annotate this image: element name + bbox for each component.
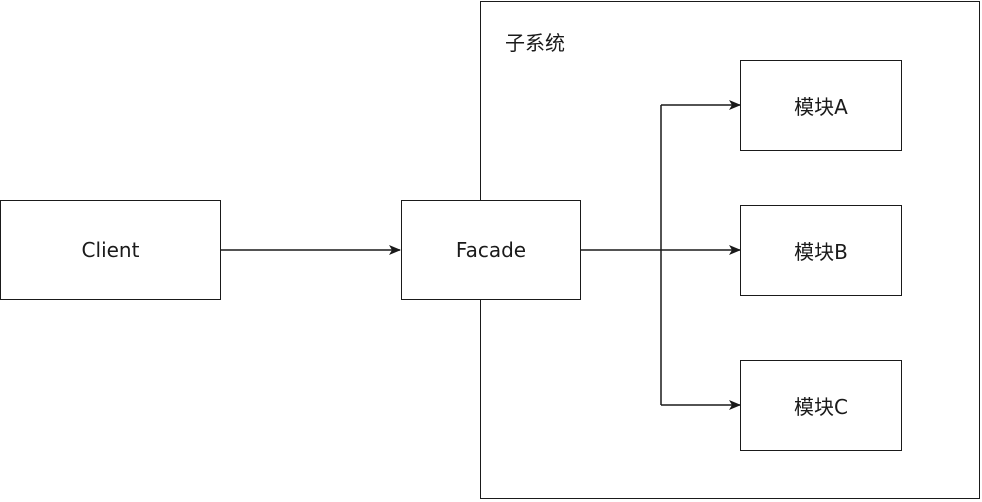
module-a-label: 模块A [794, 95, 848, 119]
module-c-node: 模块C [740, 360, 902, 451]
module-b-label: 模块B [794, 240, 848, 264]
subsystem-label: 子系统 [505, 31, 565, 55]
facade-node: Facade [401, 200, 581, 300]
client-node: Client [0, 200, 221, 300]
module-b-node: 模块B [740, 205, 902, 296]
facade-label: Facade [455, 238, 527, 262]
module-a-node: 模块A [740, 60, 902, 151]
module-c-label: 模块C [794, 395, 848, 419]
client-label: Client [81, 238, 140, 262]
